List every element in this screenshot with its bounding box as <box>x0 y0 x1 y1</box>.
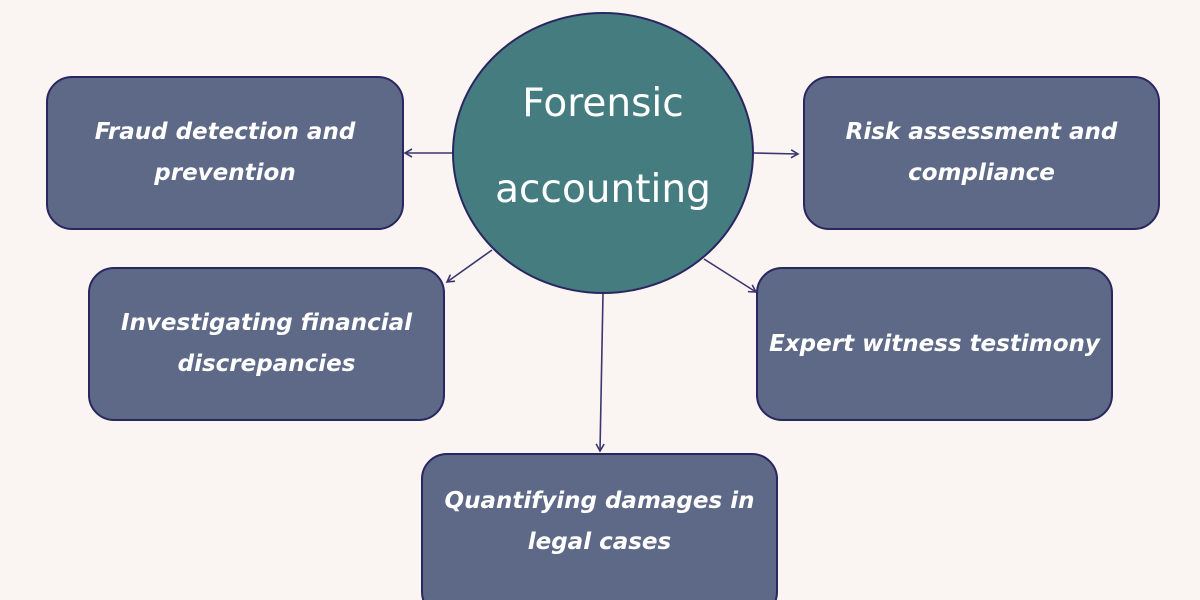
hub-line1: Forensic <box>522 81 684 126</box>
node-expert-witness: Expert witness testimony <box>756 267 1113 421</box>
node-risk-assessment-line1: Risk assessment and <box>845 119 1118 145</box>
node-risk-assessment-line2: compliance <box>908 160 1055 186</box>
arrow-to-risk <box>753 149 800 159</box>
node-investigating-line1: Investigating financial <box>120 310 413 336</box>
node-investigating-discrepancies: Investigating financial discrepancies <box>88 267 445 421</box>
node-fraud-detection: Fraud detection and prevention <box>46 76 404 230</box>
node-quantifying-damages: Quantifying damages in legal cases <box>421 453 778 600</box>
node-expert-witness-line1: Expert witness testimony <box>769 330 1100 357</box>
node-fraud-detection-line2: prevention <box>154 160 296 186</box>
hub-forensic-accounting: Forensic accounting <box>452 12 754 294</box>
arrow-to-quantifying <box>595 293 605 453</box>
node-quantifying-line2: legal cases <box>527 528 672 555</box>
arrow-to-expert <box>703 258 758 293</box>
hub-line2: accounting <box>495 167 711 212</box>
arrow-to-investigating <box>445 249 493 283</box>
node-risk-assessment: Risk assessment and compliance <box>803 76 1160 230</box>
node-fraud-detection-line1: Fraud detection and <box>94 119 356 145</box>
node-investigating-line2: discrepancies <box>177 351 356 377</box>
node-quantifying-line1: Quantifying damages in <box>444 487 755 514</box>
